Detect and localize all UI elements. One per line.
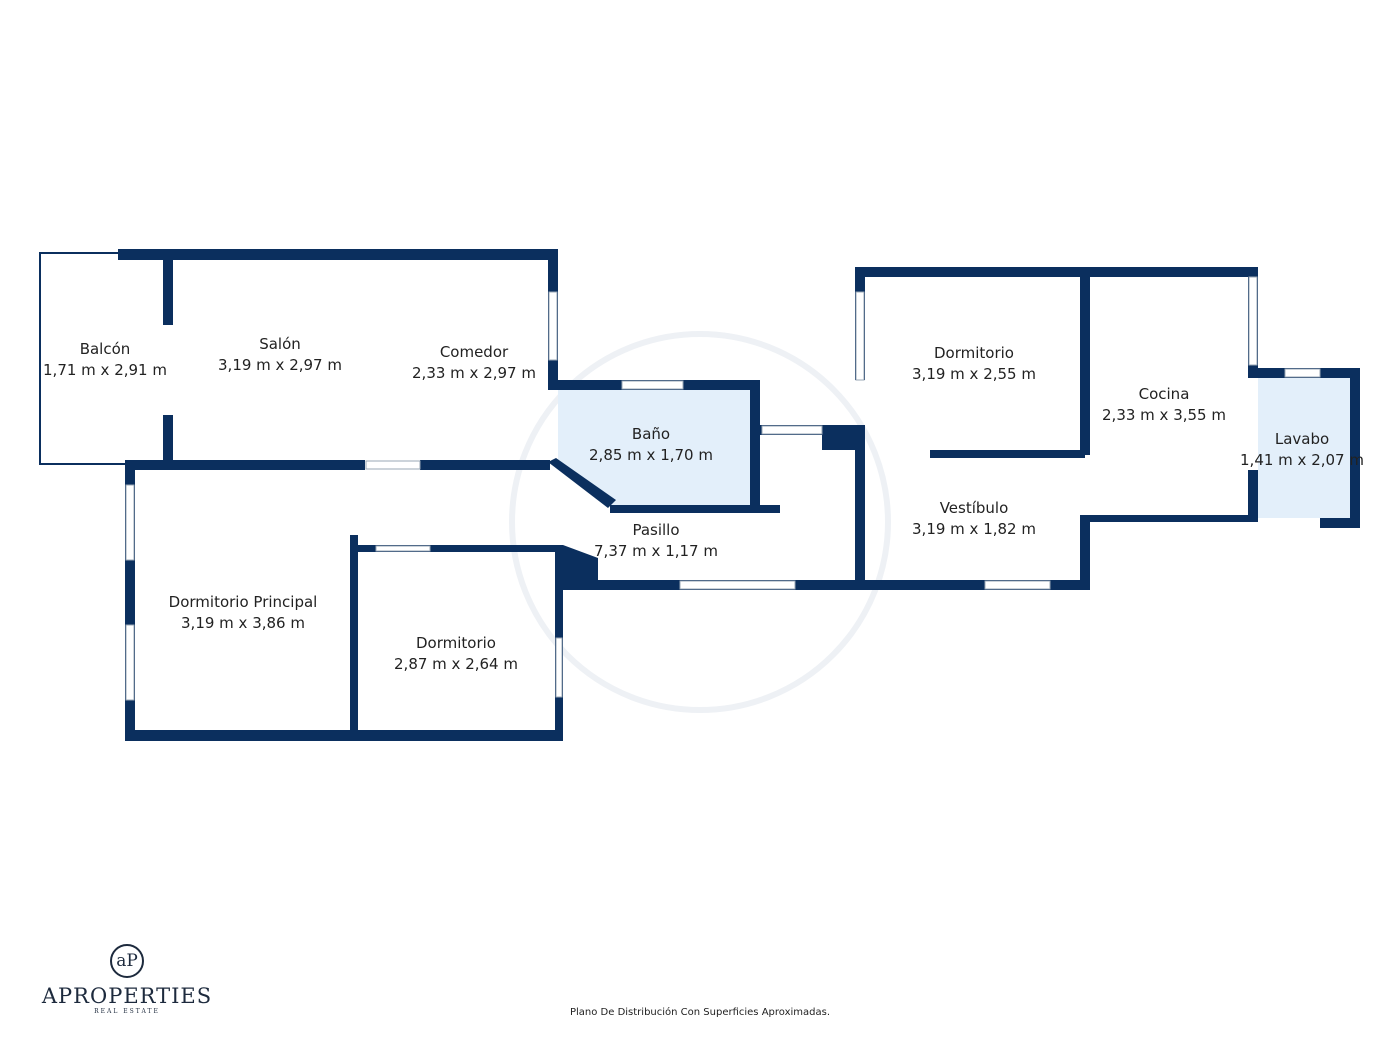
logo-name: APROPERTIES [41, 984, 213, 1008]
room-name: Pasillo [632, 521, 680, 539]
room-label-pasillo: Pasillo 7,37 m x 1,17 m [594, 520, 718, 562]
room-label-dormitorio-2: Dormitorio 2,87 m x 2,64 m [394, 633, 518, 675]
room-size: 2,87 m x 2,64 m [394, 655, 518, 673]
room-name: Cocina [1138, 385, 1190, 403]
room-name: Balcón [79, 340, 131, 358]
room-size: 3,19 m x 1,82 m [912, 520, 1036, 538]
room-size: 3,19 m x 3,86 m [181, 614, 305, 632]
room-name: Salón [259, 335, 301, 353]
room-size: 1,41 m x 2,07 m [1240, 451, 1364, 469]
room-label-dormitorio-3: Dormitorio 3,19 m x 2,55 m [912, 343, 1036, 385]
room-name: Baño [631, 425, 671, 443]
room-name: Vestíbulo [939, 499, 1009, 517]
room-label-bano: Baño 2,85 m x 1,70 m [589, 424, 713, 466]
room-label-cocina: Cocina 2,33 m x 3,55 m [1102, 384, 1226, 426]
room-label-balcon: Balcón 1,71 m x 2,91 m [43, 339, 167, 381]
room-size: 2,33 m x 3,55 m [1102, 406, 1226, 424]
room-size: 3,19 m x 2,97 m [218, 356, 342, 374]
room-label-dormitorio-principal: Dormitorio Principal 3,19 m x 3,86 m [169, 592, 318, 634]
bano-fill [558, 390, 750, 505]
room-size: 1,71 m x 2,91 m [43, 361, 167, 379]
logo-mark: aP [110, 944, 144, 978]
room-label-vestibulo: Vestíbulo 3,19 m x 1,82 m [912, 498, 1036, 540]
room-size: 2,85 m x 1,70 m [589, 446, 713, 464]
room-size: 3,19 m x 2,55 m [912, 365, 1036, 383]
room-label-salon: Salón 3,19 m x 2,97 m [218, 334, 342, 376]
company-logo: aP APROPERTIES REAL ESTATE [38, 944, 216, 1015]
logo-tagline: REAL ESTATE [94, 1008, 160, 1015]
lavabo-fill [1258, 378, 1350, 518]
room-size: 2,33 m x 2,97 m [412, 364, 536, 382]
room-name: Comedor [439, 343, 509, 361]
room-label-lavabo: Lavabo 1,41 m x 2,07 m [1240, 429, 1364, 471]
footer-note: Plano De Distribución Con Superficies Ap… [569, 1007, 831, 1018]
room-name: Lavabo [1274, 430, 1330, 448]
windows [125, 276, 1321, 701]
room-label-comedor: Comedor 2,33 m x 2,97 m [412, 342, 536, 384]
balcony-railing [39, 252, 125, 465]
room-name: Dormitorio Principal [168, 593, 318, 611]
room-name: Dormitorio [416, 634, 496, 652]
room-size: 7,37 m x 1,17 m [594, 542, 718, 560]
watermark-circle [509, 331, 891, 713]
room-name: Dormitorio [934, 344, 1014, 362]
